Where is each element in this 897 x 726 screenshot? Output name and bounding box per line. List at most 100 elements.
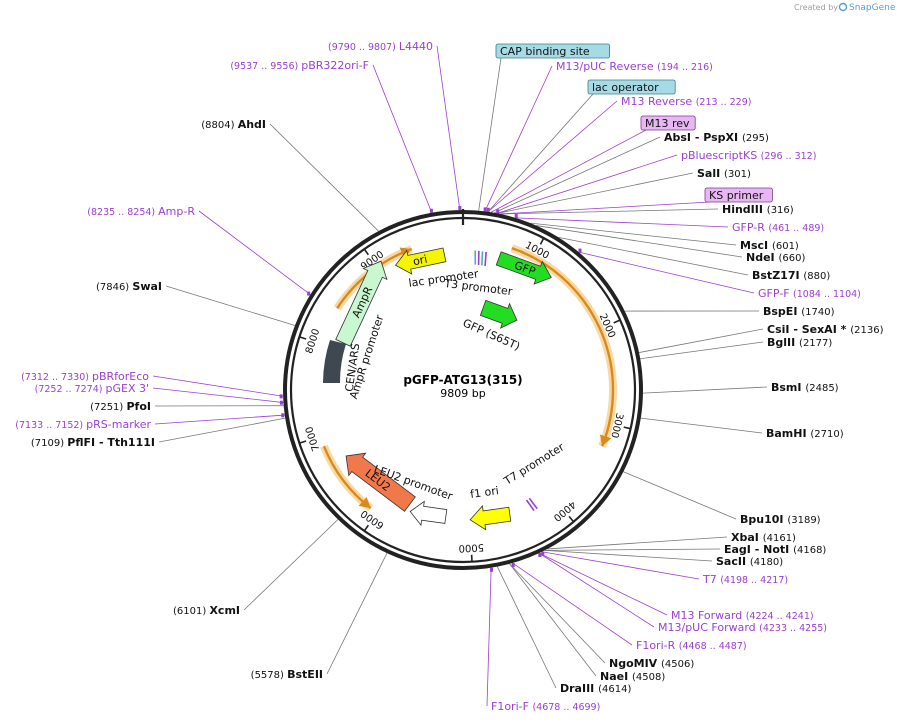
enzyme-label-bsmi: BsmI (2485) bbox=[771, 381, 839, 394]
box-label-text: CAP binding site bbox=[500, 45, 590, 58]
tick-label: 6000 bbox=[359, 507, 386, 531]
primer-label-prs-marker: (7133 .. 7152) pRS-marker bbox=[15, 418, 151, 431]
enzyme-label-bsteii: (5578) BstEII bbox=[251, 668, 323, 681]
leader-line-bsteii bbox=[326, 552, 388, 675]
leader-line-pbluescriptks bbox=[497, 154, 678, 214]
feature-arrow-label: ori bbox=[412, 253, 429, 269]
primer-label-pgex-3: (7252 .. 7274) pGEX 3' bbox=[35, 382, 149, 395]
tick-label: 7000 bbox=[304, 425, 322, 453]
tick-mark bbox=[299, 336, 307, 340]
leu2-arc-arrowhead bbox=[358, 497, 371, 509]
leader-line-gfp-f bbox=[578, 251, 755, 294]
primer-binding-mark bbox=[538, 552, 542, 557]
box-label-cap-binding-site: CAP binding site bbox=[495, 43, 610, 59]
enzyme-label-eagi-noti: EagI - NotI (4168) bbox=[724, 543, 826, 556]
leader-line-naei bbox=[509, 563, 597, 677]
primer-binding-mark bbox=[541, 551, 545, 556]
leader-line-m13-reverse bbox=[487, 100, 618, 213]
primer-label-gfp-r: GFP-R (461 .. 489) bbox=[732, 221, 824, 234]
leader-line-lac-operator bbox=[487, 93, 594, 213]
leader-line-xbai bbox=[547, 536, 728, 550]
leader-line-gfp-r bbox=[515, 217, 729, 228]
enzyme-label-bamhi: BamHI (2710) bbox=[766, 427, 844, 440]
box-label-lac-operator: lac operator bbox=[587, 79, 676, 95]
mcs-hatching bbox=[474, 250, 538, 512]
enzyme-label-pfoi: (7251) PfoI bbox=[90, 400, 151, 413]
plasmid-length: 9809 bp bbox=[440, 387, 485, 400]
cen-ars-segment bbox=[323, 340, 346, 383]
leader-line-m13-forward bbox=[538, 552, 668, 616]
box-label-text: M13 rev bbox=[645, 117, 690, 130]
enzyme-label-pflfi-tth111i: (7109) PflFI - Tth111I bbox=[31, 436, 155, 449]
leader-line-ks-primer bbox=[500, 201, 711, 215]
tick-mark bbox=[568, 515, 575, 523]
leader-line-prs-marker bbox=[154, 414, 285, 425]
primer-binding-mark bbox=[307, 291, 311, 296]
snapgene-credit: Created by SnapGene bbox=[794, 2, 896, 13]
box-label-text: lac operator bbox=[592, 81, 659, 94]
enzyme-label-csii-sexai: CsiI - SexAI * (2136) bbox=[767, 323, 884, 336]
primer-binding-mark bbox=[578, 248, 582, 253]
primer-binding-mark bbox=[429, 208, 433, 213]
gfp-cds-arc-arrowhead bbox=[599, 434, 612, 447]
enzyme-label-swai: (7846) SwaI bbox=[96, 280, 162, 293]
leader-line-absi-pspxi bbox=[494, 136, 661, 214]
enzyme-label-ahdi: (8804) AhdI bbox=[201, 118, 266, 131]
primer-label-pbluescriptks: pBluescriptKS (296 .. 312) bbox=[681, 149, 816, 162]
feature-ori: ori bbox=[394, 247, 447, 275]
mcs-hatch-line bbox=[484, 251, 487, 267]
leader-line-sali bbox=[497, 172, 694, 214]
leader-line-bpu10i bbox=[623, 471, 737, 520]
leader-line-pflfi-tth111i bbox=[158, 417, 286, 443]
box-label-text: KS primer bbox=[709, 189, 764, 202]
primer-binding-mark bbox=[458, 206, 462, 211]
box-label-background bbox=[495, 43, 610, 59]
feature-arrow-shape bbox=[394, 247, 447, 275]
feature-gfp: GFP bbox=[495, 251, 552, 285]
tick-mark bbox=[613, 319, 621, 324]
feature-label-t7-promoter: T7 promoter bbox=[501, 440, 567, 488]
leader-line-amp-r bbox=[198, 210, 311, 295]
primer-binding-mark bbox=[489, 567, 493, 572]
leader-line-draiii bbox=[496, 566, 557, 689]
leader-line-f1ori-f bbox=[486, 567, 492, 707]
leader-line-bstz17i bbox=[558, 236, 749, 276]
primer-binding-mark bbox=[496, 209, 500, 214]
enzyme-label-ngomiv: NgoMIV (4506) bbox=[609, 657, 694, 670]
leader-line-pgex-3 bbox=[152, 387, 284, 403]
primer-label-gfp-f: GFP-F (1084 .. 1104) bbox=[758, 287, 861, 300]
leader-line-pbr322ori-f bbox=[372, 64, 433, 213]
leader-line-ngomiv bbox=[509, 563, 606, 664]
primer-label-t7: T7 (4198 .. 4217) bbox=[702, 573, 788, 586]
mcs-hatch-line bbox=[525, 499, 535, 512]
primer-label-m13-forward: M13 Forward (4224 .. 4241) bbox=[671, 609, 814, 622]
tick-label: 4000 bbox=[551, 498, 578, 523]
primer-label-m13-reverse: M13 Reverse (213 .. 229) bbox=[621, 95, 751, 108]
feature-arrow-shape bbox=[335, 260, 388, 347]
primer-binding-mark bbox=[514, 213, 518, 218]
primer-label-m13-puc-reverse: M13/pUC Reverse (194 .. 216) bbox=[556, 60, 713, 73]
primer-label-m13-puc-forward: M13/pUC Forward (4233 .. 4255) bbox=[658, 621, 827, 634]
snapgene-logo-icon bbox=[838, 2, 848, 12]
tick-mark bbox=[363, 524, 370, 532]
leader-line-ndei bbox=[536, 225, 743, 258]
box-label-background bbox=[587, 79, 676, 95]
enzyme-label-bstz17i: BstZ17I (880) bbox=[752, 269, 830, 282]
gfp-cds-arc bbox=[511, 247, 615, 447]
feature-label-f1-ori: f1 ori bbox=[469, 484, 499, 501]
tick-mark bbox=[539, 237, 545, 245]
enzyme-label-bspei: BspEI (1740) bbox=[763, 305, 835, 318]
leader-line-m13-puc-forward bbox=[538, 552, 655, 628]
enzyme-label-sali: SalI (301) bbox=[697, 167, 751, 180]
leader-line-eagi-noti bbox=[544, 548, 721, 551]
leader-line-xcmi bbox=[243, 519, 339, 611]
leader-line-csii-sexai bbox=[638, 328, 764, 353]
feature-arrow-shape bbox=[409, 500, 448, 527]
tick-mark bbox=[623, 426, 631, 430]
feature-arrow-shape bbox=[495, 251, 552, 285]
leader-line-bamhi bbox=[640, 417, 763, 434]
leader-line-ahdi bbox=[269, 123, 379, 232]
feature-arrow-shape bbox=[345, 452, 416, 512]
enzyme-label-xcmi: (6101) XcmI bbox=[173, 604, 240, 617]
